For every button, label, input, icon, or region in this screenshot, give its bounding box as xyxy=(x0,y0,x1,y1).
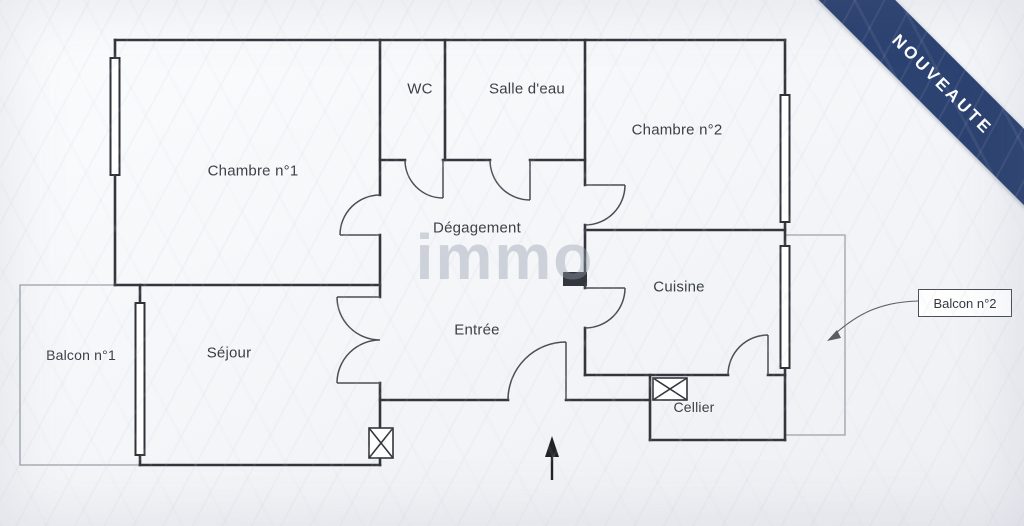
room-label-cellier: Cellier xyxy=(673,399,715,415)
window-symbol-chambre-2 xyxy=(779,94,791,223)
room-label-chambre-2: Chambre n°2 xyxy=(631,121,723,139)
door-arc-salle-deau xyxy=(489,159,531,201)
balcony-outlines xyxy=(19,234,846,466)
room-label-sejour: Séjour xyxy=(206,344,252,362)
door-arc-wc xyxy=(404,159,444,199)
room-label-cuisine: Cuisine xyxy=(653,278,705,296)
room-label-chambre-1: Chambre n°1 xyxy=(207,162,299,180)
door-arcs xyxy=(336,159,769,401)
balcon-2-callout: Balcon n°2 xyxy=(918,289,1012,317)
door-arc-entrance xyxy=(507,341,567,401)
north-arrow xyxy=(545,436,559,480)
door-arc-chambre-1 xyxy=(339,194,381,236)
room-label-degagement: Dégagement xyxy=(433,219,521,237)
window-symbol-chambre-1 xyxy=(109,57,121,176)
duct-box-cellier xyxy=(652,377,688,401)
room-label-balcon-1: Balcon n°1 xyxy=(46,347,116,363)
duct-boxes xyxy=(368,377,688,459)
wall-pier xyxy=(563,272,587,286)
double-door-arc-sejour xyxy=(336,296,381,384)
duct-box-sejour xyxy=(368,427,394,459)
room-label-wc: WC xyxy=(407,80,433,98)
door-arc-chambre-2 xyxy=(584,184,626,226)
callout-leader xyxy=(827,300,919,341)
room-label-salle-deau: Salle d'eau xyxy=(489,80,565,98)
door-arc-cellier xyxy=(727,334,769,376)
balcon-1-outline xyxy=(19,284,140,466)
balcon-2-outline xyxy=(785,234,846,436)
window-symbols xyxy=(109,57,791,456)
room-label-entree: Entrée xyxy=(454,321,500,339)
window-symbol-cuisine xyxy=(779,245,791,369)
window-symbol-sejour xyxy=(134,302,146,456)
door-arc-cuisine xyxy=(584,287,626,329)
